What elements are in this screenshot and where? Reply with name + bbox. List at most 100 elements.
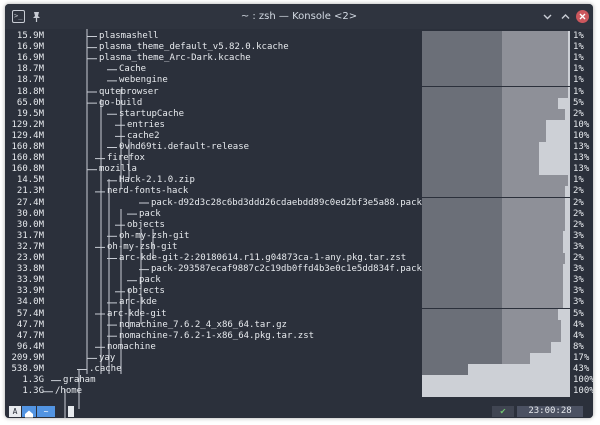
du-size: 32.7M bbox=[16, 241, 44, 252]
du-size: 27.4M bbox=[16, 197, 44, 208]
bar-segment bbox=[422, 86, 502, 98]
du-size: 33.9M bbox=[16, 286, 44, 297]
du-percent: 1% bbox=[573, 42, 584, 53]
du-entry-name: Cache bbox=[119, 64, 147, 75]
du-size: 160.8M bbox=[11, 153, 44, 164]
usage-bar bbox=[422, 364, 570, 375]
bar-segment bbox=[422, 42, 502, 54]
du-size: 14.5M bbox=[16, 175, 44, 186]
bar-segment bbox=[422, 286, 502, 298]
du-percent: 13% bbox=[573, 153, 590, 164]
bar-segment bbox=[422, 386, 570, 398]
usage-bar bbox=[422, 175, 570, 187]
usage-bar bbox=[422, 341, 570, 353]
bar-fill bbox=[561, 330, 570, 342]
du-percent: 13% bbox=[573, 164, 590, 175]
bar-fill bbox=[563, 230, 570, 242]
usage-bar bbox=[422, 97, 570, 109]
usage-bar bbox=[422, 130, 570, 142]
du-size: 31.7M bbox=[16, 230, 44, 241]
window-title: ~ : zsh — Konsole <2> bbox=[240, 11, 358, 22]
bar-segment bbox=[422, 375, 570, 387]
bar-fill bbox=[565, 108, 570, 120]
bar-segment bbox=[502, 230, 570, 242]
usage-bar bbox=[422, 286, 570, 298]
du-row: 160.8M firefox 13% bbox=[5, 153, 593, 164]
bar-segment bbox=[502, 108, 570, 120]
du-size: 1.3G bbox=[22, 386, 44, 397]
du-entry-name: /home bbox=[55, 386, 83, 397]
du-percent: 3% bbox=[573, 241, 584, 252]
bar-fill bbox=[563, 241, 570, 253]
bar-fill bbox=[565, 197, 570, 209]
bar-segment bbox=[502, 286, 570, 298]
konsole-app-icon[interactable]: >_ bbox=[12, 10, 25, 23]
bar-fill bbox=[568, 64, 570, 76]
du-entry-name: firefox bbox=[107, 153, 145, 164]
bar-segment bbox=[502, 175, 570, 187]
shell-prompt[interactable]: A ~ ✔ 23:00:28 bbox=[5, 405, 593, 418]
bar-segment bbox=[422, 108, 502, 120]
usage-bar bbox=[422, 230, 570, 242]
du-size: 15.9M bbox=[16, 31, 44, 41]
bar-fill bbox=[568, 42, 570, 54]
usage-bar bbox=[422, 330, 570, 342]
usage-bar bbox=[422, 86, 570, 98]
du-entry-name: oh-my-zsh-git bbox=[107, 241, 178, 252]
usage-bar bbox=[422, 53, 570, 65]
bar-segment bbox=[502, 208, 570, 220]
du-entry-name: pack-d92d3c28c6bd3ddd26cdaebdd89c0ed2bf3… bbox=[151, 197, 422, 208]
bar-segment bbox=[422, 97, 502, 109]
du-percent: 8% bbox=[573, 341, 584, 352]
minimize-button[interactable] bbox=[541, 10, 554, 23]
bar-segment bbox=[422, 219, 502, 231]
maximize-button[interactable] bbox=[559, 10, 572, 23]
bar-segment bbox=[502, 42, 570, 54]
bar-fill bbox=[546, 130, 570, 142]
usage-bar bbox=[422, 308, 570, 320]
du-size: 129.2M bbox=[11, 119, 44, 130]
usage-bar bbox=[422, 164, 570, 176]
title-bar[interactable]: >_ ~ : zsh — Konsole <2> bbox=[5, 4, 593, 29]
usage-bar bbox=[422, 31, 570, 42]
prompt-directory: ~ bbox=[37, 406, 55, 417]
bar-segment bbox=[502, 264, 570, 276]
usage-bar bbox=[422, 253, 570, 264]
bar-segment bbox=[422, 308, 502, 320]
usage-bar bbox=[422, 319, 570, 331]
usage-bar bbox=[422, 186, 570, 198]
bar-segment bbox=[422, 364, 502, 375]
du-entry-name: nomachine_7.6.2_4_x86_64.tar.gz bbox=[119, 319, 287, 330]
du-entry-name: objects bbox=[127, 219, 165, 230]
bar-fill bbox=[565, 253, 570, 264]
du-size: 33.8M bbox=[16, 264, 44, 275]
prompt-clock: 23:00:28 bbox=[517, 406, 583, 417]
bar-segment bbox=[422, 330, 502, 342]
close-button[interactable] bbox=[576, 10, 589, 23]
tree-connector-lines bbox=[43, 29, 154, 418]
bar-segment bbox=[422, 253, 502, 264]
bar-segment bbox=[502, 297, 570, 309]
du-percent: 5% bbox=[573, 308, 584, 319]
du-percent: 4% bbox=[573, 319, 584, 330]
du-size: 34.0M bbox=[16, 297, 44, 308]
pin-icon[interactable] bbox=[30, 10, 43, 23]
bar-segment bbox=[502, 119, 570, 131]
du-percent: 10% bbox=[573, 119, 590, 130]
du-percent: 1% bbox=[573, 53, 584, 64]
bar-segment bbox=[422, 53, 502, 65]
du-percent: 2% bbox=[573, 219, 584, 230]
